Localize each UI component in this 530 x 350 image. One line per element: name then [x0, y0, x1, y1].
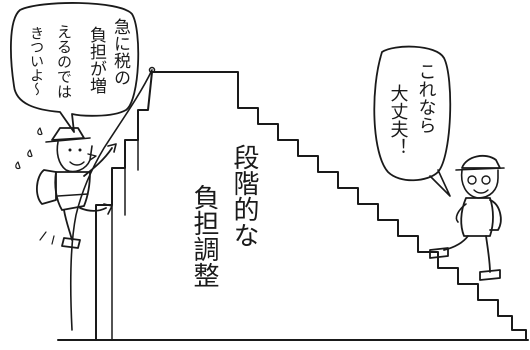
- left-bubble-line-3: えるのでは: [55, 24, 73, 99]
- left-speech-bubble: [10, 2, 140, 133]
- left-bubble-line-4: きついよ〜: [28, 26, 44, 96]
- rope-anchor: [148, 66, 156, 74]
- left-bubble-line-1: 急に税の: [110, 18, 131, 86]
- cliff-inner-lines: [111, 139, 139, 341]
- gentle-staircase: [237, 89, 527, 341]
- relaxed-climber: [429, 154, 505, 281]
- center-label-right-column: 段階的な: [229, 144, 259, 248]
- right-speech-bubble: [373, 45, 452, 197]
- struggling-climber: [15, 127, 117, 249]
- center-label-left-column: 負担調整: [189, 184, 219, 288]
- right-bubble-line-2: 大丈夫！: [388, 84, 409, 156]
- left-bubble-line-2: 負担が増: [86, 26, 107, 94]
- climbing-rope: [70, 69, 153, 331]
- right-bubble-line-1: これなら: [416, 62, 437, 134]
